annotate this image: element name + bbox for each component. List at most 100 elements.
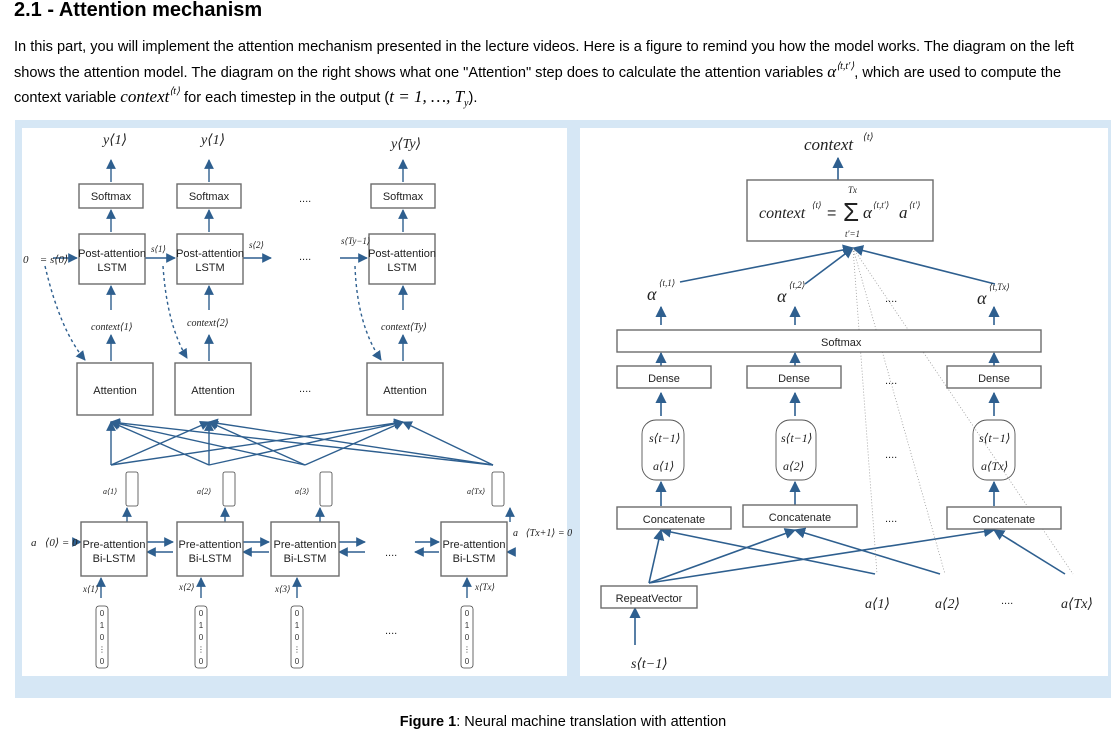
caption-text: : Neural machine translation with attent…: [456, 714, 727, 730]
context-top-sup: ⟨t⟩: [863, 132, 874, 143]
onehot-2-3: ⋮: [197, 645, 205, 654]
left-softmax-1: [78, 183, 144, 209]
range-expression: t = 1, …, T: [389, 87, 465, 106]
left-post-attention-3: [368, 233, 436, 285]
left-post-attention-1: [78, 233, 146, 285]
range-subscript: y: [464, 97, 469, 109]
formula-alpha-sup: ⟨t,t′⟩: [873, 200, 889, 210]
left-softmax-2: [176, 183, 242, 209]
right-dots-vector: ....: [885, 449, 897, 461]
post-attention-l1-3: Post-attention: [368, 248, 436, 260]
vec-s-3: s⟨t−1⟩: [979, 431, 1010, 445]
onehot-2-0: 0: [199, 609, 204, 618]
vec-s-2: s⟨t−1⟩: [781, 431, 812, 445]
onehot-4-0: 0: [465, 609, 470, 618]
x-label-2: x⟨2⟩: [178, 582, 195, 592]
left-pre-attention-4: [440, 521, 508, 577]
dense-box-2: [746, 365, 842, 389]
softmax-label-3: Softmax: [383, 191, 424, 203]
a-init-label: a⃗⟨0⟩ = 0⃗: [31, 537, 86, 549]
post-attention-l2-3: LSTM: [387, 262, 416, 274]
dense-box-3: [946, 365, 1042, 389]
a-vector-box-4: [491, 471, 505, 507]
figure-caption: Figure 1: Neural machine translation wit…: [0, 714, 1118, 730]
softmax-label-1: Softmax: [91, 191, 132, 203]
onehot-4-2: 0: [465, 633, 470, 642]
vec-a-1: a⟨1⟩: [653, 459, 674, 473]
dots-pre: ....: [385, 547, 397, 559]
onehot-3-0: 0: [295, 609, 300, 618]
concatenate-box-1: [616, 506, 732, 530]
context-label-3: context⟨Ty⟩: [381, 322, 427, 333]
x-label-4: x⟨Tx⟩: [474, 582, 495, 592]
onehot-box-4: [460, 605, 474, 669]
post-attention-l1-1: Post-attention: [78, 248, 146, 260]
repeat-vector-label: RepeatVector: [616, 593, 683, 605]
s-label-1: s⟨1⟩: [151, 244, 166, 254]
formula-sum: Σ: [843, 197, 859, 227]
vec-s-1: s⟨t−1⟩: [649, 431, 680, 445]
vec-a-2: a⟨2⟩: [783, 459, 804, 473]
onehot-3-2: 0: [295, 633, 300, 642]
alpha-1: α: [647, 284, 657, 304]
context-top-label: context: [804, 135, 854, 154]
a-vec-label-4: a⟨Tx⟩: [467, 487, 485, 496]
alpha-2-sup: ⟨t,2⟩: [789, 280, 805, 290]
vector-bracket-1: [641, 419, 685, 481]
s-label-2: s⟨2⟩: [249, 240, 264, 250]
post-attention-l1-2: Post-attention: [176, 248, 244, 260]
a-vector-box-1: [125, 471, 139, 507]
attention-label-3: Attention: [383, 385, 426, 397]
a-input-1: a⟨1⟩: [865, 597, 890, 612]
a-vec-label-1: a⟨1⟩: [103, 487, 117, 496]
context-sum-box: [746, 179, 934, 242]
softmax-label-2: Softmax: [189, 191, 230, 203]
context-symbol: context: [120, 87, 170, 106]
intro-text-4: ).: [468, 90, 478, 106]
x-label-3: x⟨3⟩: [274, 584, 291, 594]
pre-attention-l1-3: Pre-attention: [274, 539, 337, 551]
alpha-2: α: [777, 286, 787, 306]
pre-attention-l1-4: Pre-attention: [443, 539, 506, 551]
dots-softmax: ....: [299, 193, 311, 205]
dense-label-2: Dense: [778, 373, 810, 385]
right-softmax-box: [616, 329, 1042, 353]
pre-attention-l2-2: Bi-LSTM: [189, 553, 232, 565]
onehot-4-3: ⋮: [463, 645, 471, 654]
dots-attention: ....: [299, 383, 311, 395]
dense-box-1: [616, 365, 712, 389]
right-softmax-label: Softmax: [821, 337, 862, 349]
onehot-2-2: 0: [199, 633, 204, 642]
formula-lhs: context: [759, 205, 806, 222]
onehot-3-4: 0: [295, 657, 300, 666]
onehot-1-2: 0: [100, 633, 105, 642]
post-attention-l2-1: LSTM: [97, 262, 126, 274]
onehot-3-3: ⋮: [293, 645, 301, 654]
onehot-4-1: 1: [465, 621, 470, 630]
onehot-4-4: 0: [465, 657, 470, 666]
a-vector-box-3: [319, 471, 333, 507]
onehot-box-2: [194, 605, 208, 669]
alpha-superscript: ⟨t,t′⟩: [836, 60, 855, 72]
intro-text-2: , which are used to compute the context …: [14, 64, 1062, 107]
onehot-box-3: [290, 605, 304, 669]
context-label-2: context⟨2⟩: [187, 318, 229, 329]
formula-a-sup: ⟨t′⟩: [909, 200, 921, 210]
vector-bracket-3: [972, 419, 1016, 481]
y-label-2: y⟨1⟩: [199, 133, 225, 148]
alpha-1-sup: ⟨t,1⟩: [659, 278, 675, 288]
right-dots-inputs: ....: [1001, 595, 1013, 607]
right-dots-dense: ....: [885, 375, 897, 387]
formula-sum-top: Tx: [848, 185, 857, 195]
y-label-3: y⟨Ty⟩: [389, 137, 421, 152]
a-end-label: a⃖⟨Tx+1⟩ = 0⃗: [513, 528, 580, 539]
left-attention-3: [366, 362, 444, 416]
alpha-3-sup: ⟨t,Tx⟩: [989, 282, 1010, 292]
onehot-1-4: 0: [100, 657, 105, 666]
a-input-3: a⟨Tx⟩: [1061, 597, 1093, 612]
s-label-3: s⟨Ty−1⟩: [341, 236, 370, 246]
pre-attention-l2-3: Bi-LSTM: [284, 553, 327, 565]
alpha-3: α: [977, 288, 987, 308]
vector-bracket-2: [775, 419, 817, 481]
onehot-box-1: [95, 605, 109, 669]
